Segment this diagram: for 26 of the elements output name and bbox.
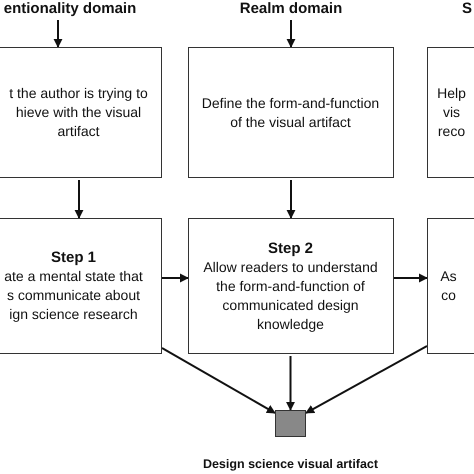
arrow — [286, 20, 296, 48]
step-heading: Step 2 — [268, 238, 313, 258]
step-description: As co — [439, 267, 458, 305]
step-description: t the author is trying to hieve with the visual artifact — [8, 84, 149, 141]
process-box — [188, 218, 394, 354]
process-box — [188, 47, 394, 178]
step-description: Allow readers to understand the form-and-function of communicated design knowledge — [202, 258, 379, 334]
arrow — [74, 180, 84, 219]
process-box — [0, 47, 162, 178]
step-heading: Step 1 — [50, 248, 96, 267]
arrow — [286, 356, 295, 411]
arrow — [162, 274, 189, 282]
arrow — [54, 20, 62, 48]
domain-heading: Realm domain — [231, 0, 351, 18]
process-box — [0, 218, 162, 354]
domain-heading: S — [460, 0, 474, 18]
step-description: Help vis reco — [436, 84, 467, 141]
step-description: Define the form-and-function of the visual artifact — [200, 94, 380, 132]
arrow — [162, 347, 276, 414]
domain-heading: entionality domain — [0, 0, 140, 18]
arrow — [305, 345, 428, 414]
artifact-caption: Design science visual artifact — [202, 457, 380, 471]
artifact-square — [275, 410, 306, 437]
arrow — [286, 180, 296, 219]
arrow — [394, 274, 428, 282]
step-description: ate a mental state that s communicate about ign science research — [3, 267, 144, 324]
